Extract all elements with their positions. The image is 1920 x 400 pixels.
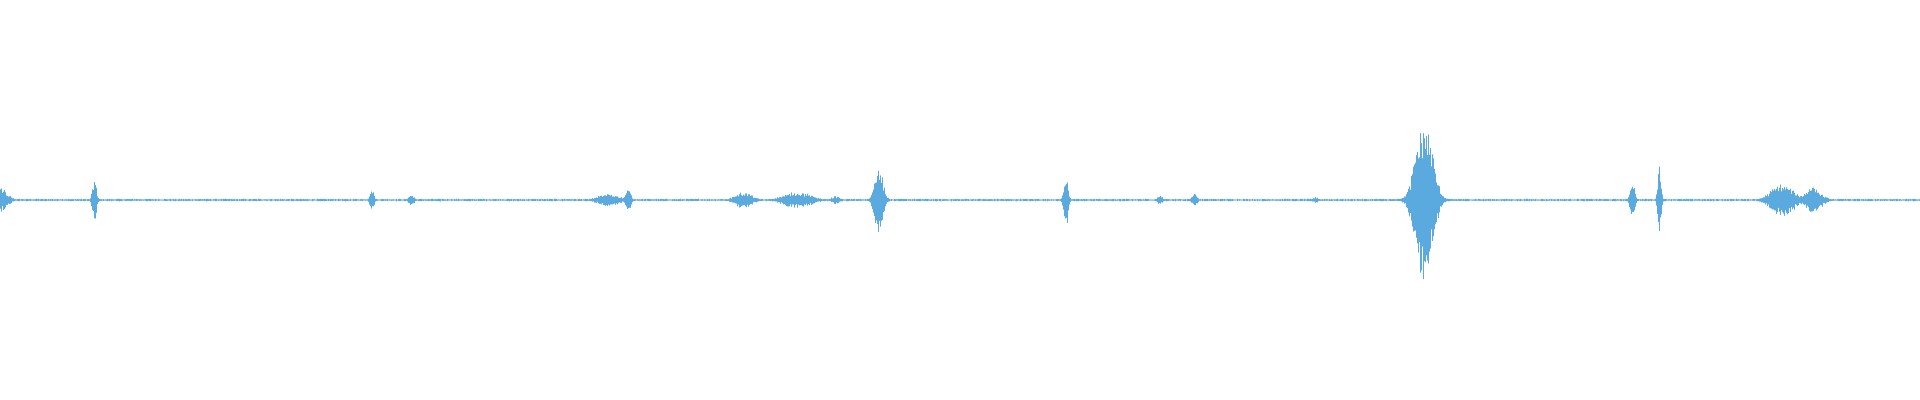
- waveform-bars: [0, 133, 1920, 280]
